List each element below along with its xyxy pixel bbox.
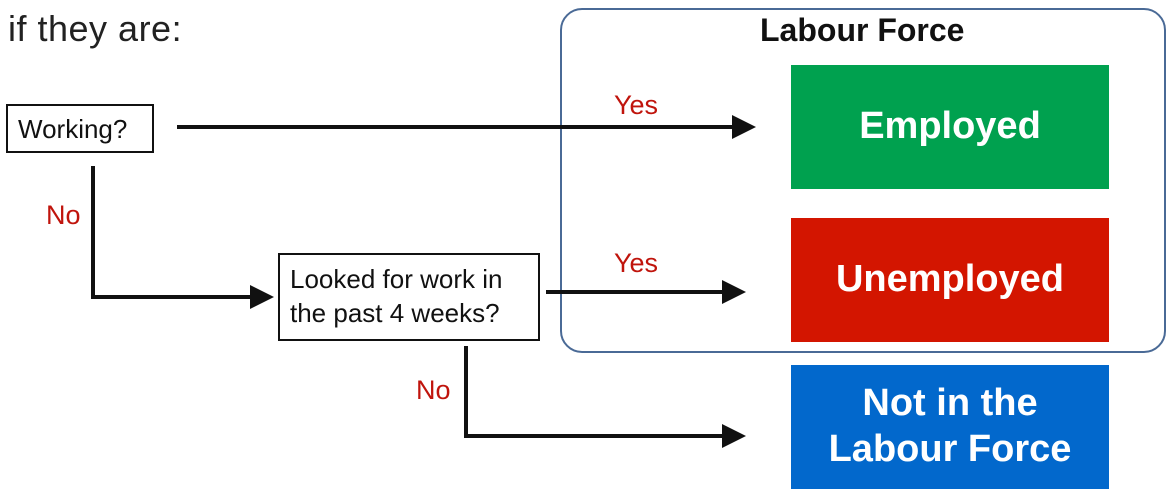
- looked-no-arrow: [464, 346, 746, 448]
- looked-for-work-line-1: Looked for work in: [290, 264, 503, 294]
- working-no-label: No: [46, 200, 81, 230]
- not-in-labour-force-box: Not in the Labour Force: [791, 365, 1109, 489]
- not-in-labour-force-line-2: Labour Force: [828, 428, 1072, 470]
- looked-yes-label: Yes: [614, 248, 659, 278]
- looked-for-work-line-2: the past 4 weeks?: [290, 297, 500, 328]
- unemployed-box: Unemployed: [791, 218, 1109, 342]
- working-question-box: Working?: [6, 104, 154, 153]
- intro-text: if they are:: [8, 8, 183, 49]
- not-in-labour-force-line-1: Not in the: [862, 382, 1038, 425]
- working-no-arrow: [91, 166, 274, 309]
- working-yes-label: Yes: [614, 90, 659, 120]
- unemployed-label: Unemployed: [835, 258, 1065, 301]
- looked-for-work-question-box: Looked for work in the past 4 weeks?: [278, 253, 540, 341]
- employed-box: Employed: [791, 65, 1109, 189]
- working-question-text: Working?: [18, 114, 128, 144]
- employed-label: Employed: [859, 105, 1041, 148]
- labour-force-group: [560, 8, 1166, 353]
- looked-no-label: No: [416, 375, 451, 405]
- labour-force-title: Labour Force: [760, 12, 965, 48]
